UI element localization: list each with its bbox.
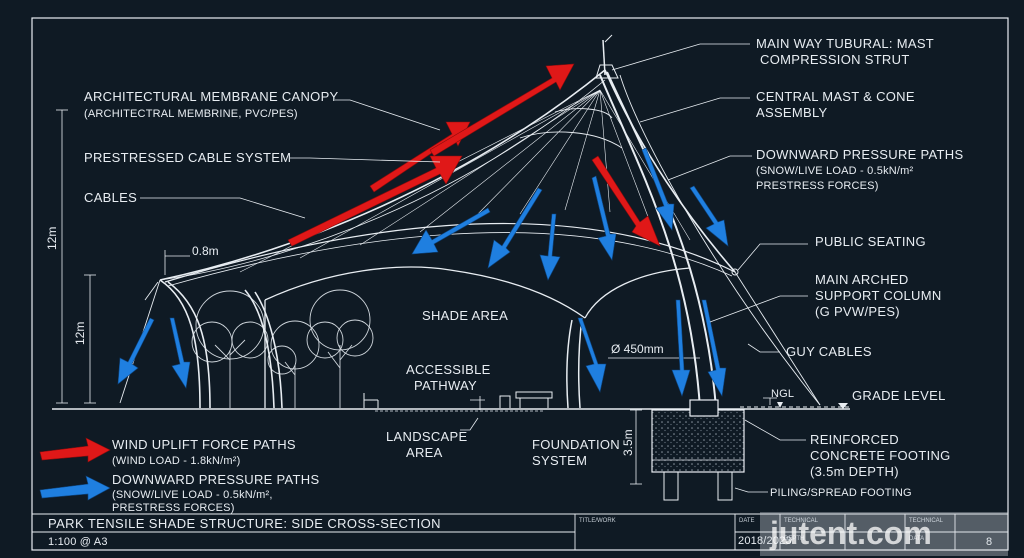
label-footing-line2: CONCRETE FOOTING	[810, 448, 951, 463]
center-column	[566, 317, 583, 409]
label-canopy-line2: (ARCHITECTRAL MEMBRINE, PVC/PES)	[84, 108, 298, 120]
label-arched-column-line3: (G PVW/PES)	[815, 304, 900, 319]
label-downward-paths-line3: PRESTRESS FORCES)	[756, 180, 879, 192]
tree-right	[306, 289, 374, 408]
legend-pressure-line2: (SNOW/LIVE LOAD - 0.5kN/m²,	[112, 489, 273, 501]
title-work-label: TITLE/WORK	[579, 518, 616, 524]
legend-wind-arrow	[39, 437, 111, 463]
label-landscape-area-line1: LANDSCAPE	[386, 429, 467, 444]
technical-label-2: TECHNICAL	[909, 518, 944, 524]
wind-arrow-1	[287, 155, 463, 247]
label-ngl: NGL	[771, 388, 794, 400]
dim-edge-offset	[164, 250, 190, 275]
wind-arrow-4	[591, 155, 661, 247]
wind-arrow-3	[429, 63, 575, 157]
legend-pressure-line3: PRESTRESS FORCES)	[112, 502, 235, 514]
pressure-arrow-7	[117, 317, 155, 385]
leader-lines	[140, 43, 808, 493]
watermark-box	[760, 512, 1008, 556]
title-text: PARK TENSILE SHADE STRUCTURE: SIDE CROSS…	[48, 516, 441, 531]
technical-label-1: TECHNICAL	[784, 518, 819, 524]
pressure-arrow-9	[577, 317, 607, 393]
legend-wind-line2: (WIND LOAD - 1.8kN/m²)	[112, 455, 240, 467]
legend-pressure-line1: DOWNWARD PRESSURE PATHS	[112, 472, 319, 487]
legend-pressure-arrow	[39, 475, 111, 501]
label-shade-area: SHADE AREA	[422, 308, 508, 323]
label-downward-paths-line1: DOWNWARD PRESSURE PATHS	[756, 147, 963, 162]
pressure-arrow-11	[701, 299, 727, 397]
label-arched-column-line1: MAIN ARCHED	[815, 272, 909, 287]
tree-left	[191, 290, 269, 408]
label-piling: PILING/SPREAD FOOTING	[770, 487, 912, 499]
pressure-arrow-8	[169, 317, 191, 389]
ngl-marker	[777, 402, 848, 409]
pressure-arrow-6	[689, 185, 729, 247]
title-block	[32, 513, 1008, 550]
label-central-mast-line2: ASSEMBLY	[756, 105, 828, 120]
dim-overall-height-label: 12m	[45, 227, 59, 250]
bench-left	[363, 393, 379, 408]
label-cables: CABLES	[84, 190, 137, 205]
dim-edge-offset-label: 0.8m	[192, 244, 219, 258]
label-foundation-system-line2: SYSTEM	[532, 453, 587, 468]
label-cable-system: PRESTRESSED CABLE SYSTEM	[84, 150, 291, 165]
label-mast-line1: MAIN WAY TUBURAL: MAST	[756, 36, 934, 51]
dim-column-diameter-label: Ø 450mm	[611, 342, 664, 356]
drawing-border	[31, 17, 1009, 551]
scale-text: 1:100 @ A3	[48, 536, 108, 548]
dim-footing-depth-label: 3.5m	[621, 429, 635, 456]
tree-middle	[267, 320, 320, 408]
label-footing-line1: REINFORCED	[810, 432, 899, 447]
label-footing-line3: (3.5m DEPTH)	[810, 464, 899, 479]
main-mast	[595, 34, 821, 409]
label-arched-column-line2: SUPPORT COLUMN	[815, 288, 942, 303]
label-foundation-system-line1: FOUNDATION	[532, 437, 620, 452]
label-grade-level: GRADE LEVEL	[852, 388, 946, 403]
label-guy-cables: GUY CABLES	[786, 344, 872, 359]
pressure-arrow-10	[671, 299, 691, 397]
label-central-mast-line1: CENTRAL MAST & CONE	[756, 89, 915, 104]
dim-side-height-label: 12m	[73, 322, 87, 345]
legend-wind-line1: WIND UPLIFT FORCE PATHS	[112, 437, 296, 452]
depth-label: DEPTH	[784, 536, 804, 542]
data-label: DATA	[909, 536, 924, 542]
label-canopy-line1: ARCHITECTURAL MEMBRANE CANOPY	[84, 89, 339, 104]
label-public-seating: PUBLIC SEATING	[815, 234, 926, 249]
dim-overall-height	[56, 109, 68, 404]
date-value: 2018/2023	[738, 535, 792, 547]
bench-right	[499, 391, 553, 408]
legend: WIND UPLIFT FORCE PATHS (WIND LOAD - 1.8…	[39, 437, 319, 514]
dim-side-height	[84, 274, 96, 404]
wind-arrows	[287, 63, 661, 247]
pressure-arrow-4	[591, 175, 617, 261]
watermark: jutent.com	[769, 515, 932, 551]
inner-arches	[264, 266, 691, 408]
label-downward-paths-line2: (SNOW/LIVE LOAD - 0.5kN/m²	[756, 165, 914, 177]
pressure-arrows	[117, 147, 729, 397]
sheet-number: 8	[986, 536, 992, 548]
dim-footing-depth	[630, 409, 642, 485]
label-accessible-pathway-line2: PATHWAY	[414, 378, 477, 393]
date-label: DATE	[739, 518, 755, 524]
foundation-footing	[651, 399, 745, 501]
pressure-arrow-5	[641, 147, 675, 231]
label-mast-line2: COMPRESSION STRUT	[760, 52, 910, 67]
label-landscape-area-line2: AREA	[406, 445, 443, 460]
label-accessible-pathway-line1: ACCESSIBLE	[406, 362, 491, 377]
pressure-arrow-2	[487, 187, 543, 269]
pressure-arrow-3	[539, 213, 561, 281]
pressure-arrow-1	[411, 207, 491, 255]
